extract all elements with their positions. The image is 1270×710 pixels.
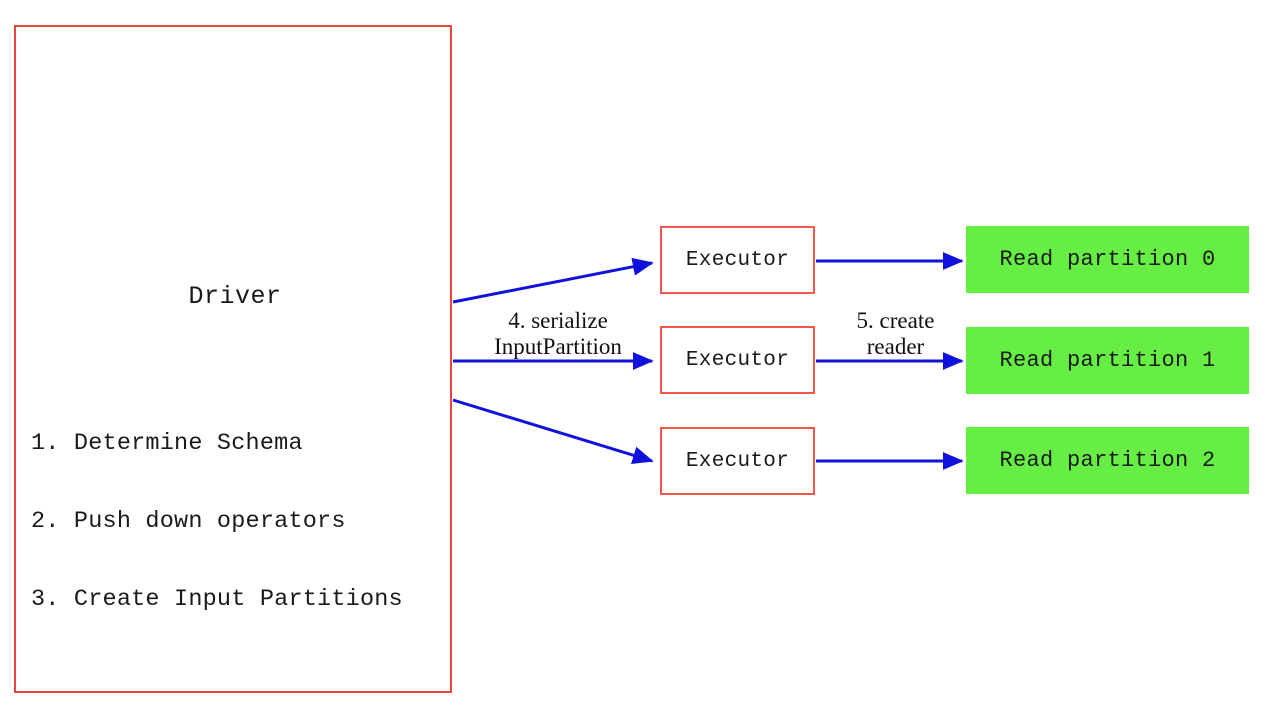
driver-step-3: 3. Create Input Partitions [31,586,403,613]
partition-label-1: Read partition 1 [999,348,1216,373]
driver-box: Driver 1. Determine Schema 2. Push down … [14,25,452,693]
label-create-reader-line-2: reader [866,334,925,359]
driver-step-1: 1. Determine Schema [31,430,303,457]
label-create-reader-line-1: 5. create [856,308,935,333]
label-serialize-line-1: 4. serialize [508,308,608,333]
label-serialize-input-partition: 4. serialize InputPartition [462,308,654,360]
partition-label-0: Read partition 0 [999,247,1216,272]
partition-box-1: Read partition 1 [966,327,1249,394]
arrow-driver-to-executor-0 [452,257,654,304]
executor-label-2: Executor [685,449,790,473]
partition-box-0: Read partition 0 [966,226,1249,293]
label-serialize-line-2: InputPartition [494,334,622,359]
driver-step-2: 2. Push down operators [31,508,346,535]
executor-box-0: Executor [660,226,815,294]
executor-box-2: Executor [660,427,815,495]
partition-box-2: Read partition 2 [966,427,1249,494]
label-create-reader: 5. create reader [828,308,963,360]
executor-box-1: Executor [660,326,815,394]
executor-label-0: Executor [685,248,790,272]
executor-label-1: Executor [685,348,790,372]
partition-label-2: Read partition 2 [999,448,1216,473]
driver-title: Driver [188,282,282,311]
arrow-driver-to-executor-2 [452,398,654,464]
driver-steps-list: 1. Determine Schema 2. Push down operato… [31,379,403,665]
